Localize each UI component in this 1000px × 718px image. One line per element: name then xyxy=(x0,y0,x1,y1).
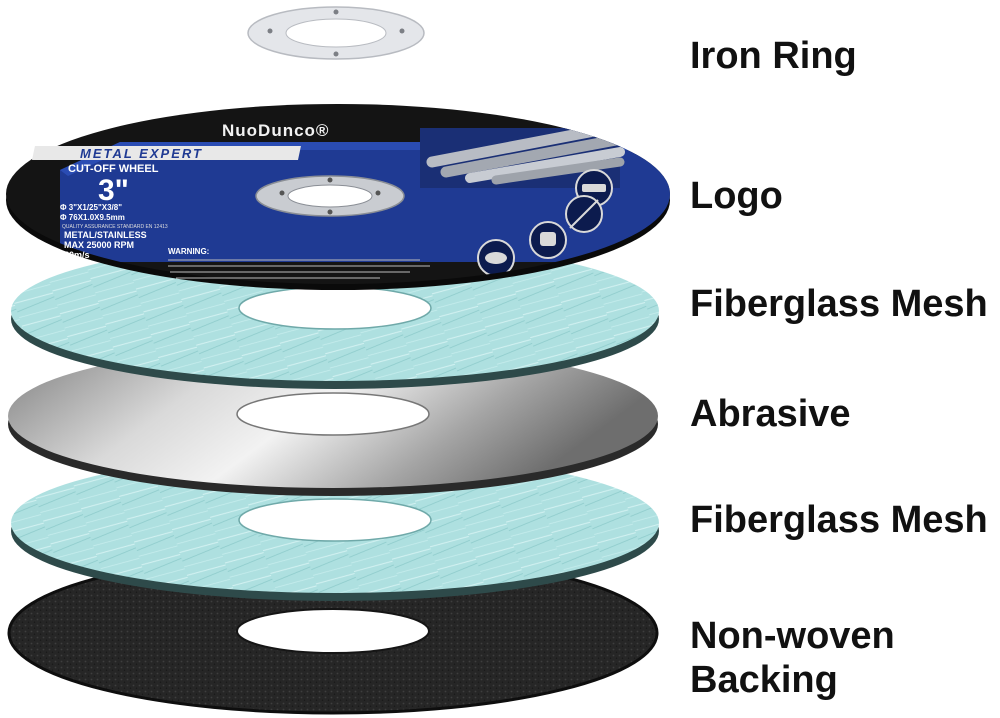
label-non-woven-backing-line1: Non-woven xyxy=(690,615,895,657)
safety-icons xyxy=(477,169,613,277)
spec-imperial-text: Φ 3"X1/25"X3/8" xyxy=(60,203,122,212)
warning-fine-print xyxy=(168,259,430,279)
non-woven-backing-disc xyxy=(7,551,659,715)
logo-disc: NuoDunco® METAL EXPERT CUT-OFF WHEEL 3" … xyxy=(6,104,670,290)
speed-text: 80m/s xyxy=(64,250,90,260)
abrasive-disc xyxy=(8,344,658,496)
quality-note-text: QUALITY ASSURANCE STANDARD EN 12413 xyxy=(62,224,168,230)
label-iron-ring: Iron Ring xyxy=(690,35,857,77)
series-line1-text: METAL EXPERT xyxy=(80,146,203,161)
spec-metric-text: Φ 76X1.0X9.5mm xyxy=(60,213,125,222)
label-fiberglass-mesh-top: Fiberglass Mesh xyxy=(690,283,988,325)
label-non-woven-backing-line2: Backing xyxy=(690,659,838,701)
label-abrasive: Abrasive xyxy=(690,393,851,435)
series-line2-text: CUT-OFF WHEEL xyxy=(68,163,159,175)
label-fiberglass-mesh-bottom: Fiberglass Mesh xyxy=(690,499,988,541)
metal-rods-image xyxy=(426,122,625,185)
iron-ring-disc xyxy=(247,6,425,60)
fiberglass-mesh-bottom-disc xyxy=(11,453,659,601)
label-logo: Logo xyxy=(690,175,783,217)
size-text: 3" xyxy=(98,174,129,207)
brand-text: NuoDunco® xyxy=(222,121,329,140)
warning-title-text: WARNING: xyxy=(168,247,209,256)
max-rpm-text: MAX 25000 RPM xyxy=(64,240,134,250)
material-text: METAL/STAINLESS xyxy=(64,230,147,240)
